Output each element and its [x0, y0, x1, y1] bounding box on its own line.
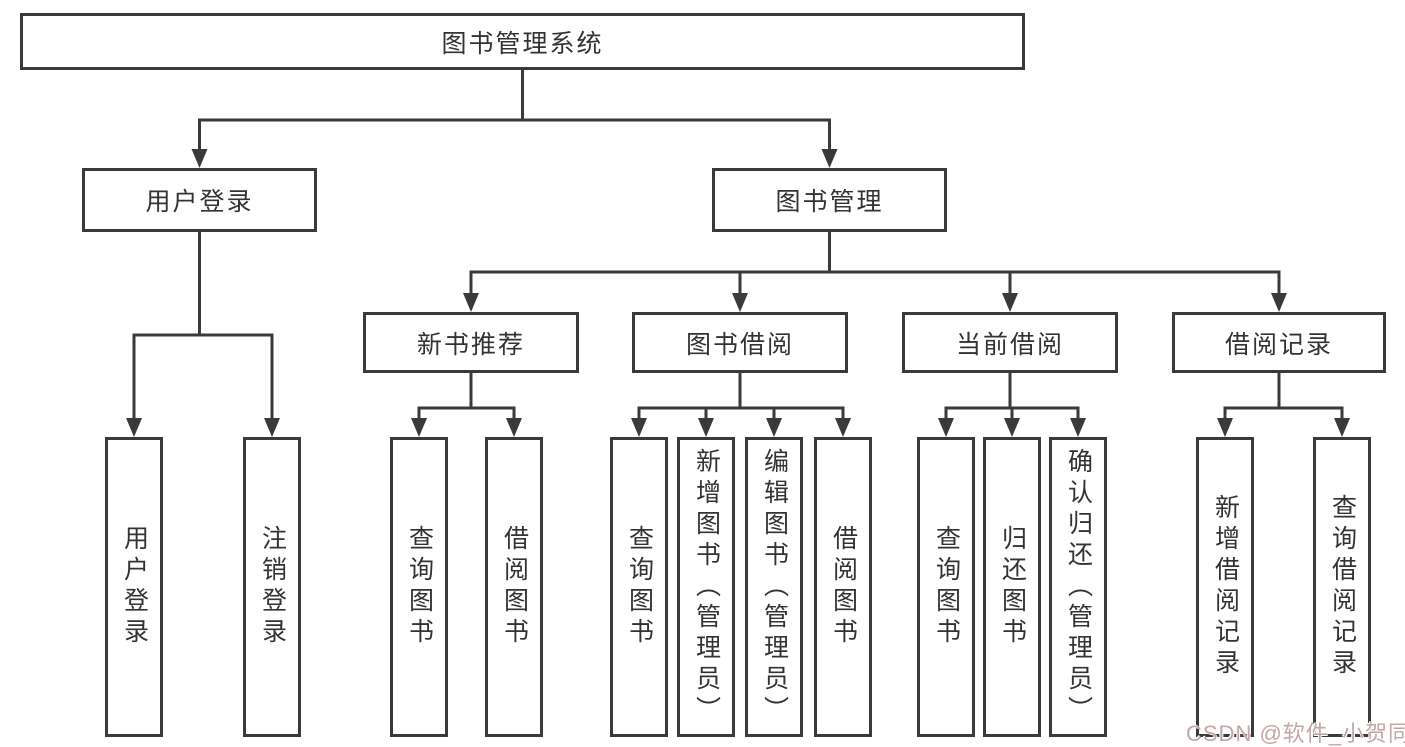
leaf-label: 用户登录 [120, 525, 149, 649]
leaf-add-book-admin: 新增图书（管理员） [677, 437, 735, 737]
leaf-edit-book-admin: 编辑图书（管理员） [745, 437, 803, 737]
leaf-add-borrow-record: 新增借阅记录 [1196, 437, 1254, 737]
leaf-query-book: 查询图书 [917, 437, 975, 737]
csdn-watermark: CSDN @软件_小贺同学 [1186, 721, 1405, 746]
leaf-query-borrow-record: 查询借阅记录 [1313, 437, 1371, 737]
node-book-management: 图书管理 [712, 168, 947, 232]
leaf-borrow-book: 借阅图书 [814, 437, 872, 737]
leaf-return-book: 归还图书 [983, 437, 1041, 737]
node-current-borrow: 当前借阅 [902, 312, 1118, 373]
leaf-label: 查询图书 [405, 525, 434, 649]
leaf-confirm-return-admin: 确认归还（管理员） [1049, 437, 1107, 737]
leaf-label: 编辑图书（管理员） [760, 447, 789, 727]
leaf-label: 确认归还（管理员） [1064, 447, 1093, 727]
leaf-label: 借阅图书 [829, 525, 858, 649]
leaf-label: 新增借阅记录 [1211, 494, 1240, 680]
node-borrow-records: 借阅记录 [1172, 312, 1386, 373]
node-book-borrow: 图书借阅 [632, 312, 848, 373]
leaf-label: 查询图书 [932, 525, 961, 649]
node-new-book-recommend: 新书推荐 [363, 312, 579, 373]
leaf-label: 借阅图书 [500, 525, 529, 649]
leaf-label: 注销登录 [258, 525, 287, 649]
leaf-logout-login: 注销登录 [243, 437, 301, 737]
leaf-borrow-book: 借阅图书 [485, 437, 543, 737]
node-library-management-system: 图书管理系统 [20, 13, 1025, 70]
leaf-label: 归还图书 [998, 525, 1027, 649]
leaf-label: 新增图书（管理员） [692, 447, 721, 727]
leaf-label: 查询图书 [625, 525, 654, 649]
leaf-user-login: 用户登录 [105, 437, 163, 737]
leaf-query-book: 查询图书 [610, 437, 668, 737]
leaf-query-book: 查询图书 [390, 437, 448, 737]
node-user-login: 用户登录 [82, 168, 317, 232]
leaf-label: 查询借阅记录 [1328, 494, 1357, 680]
